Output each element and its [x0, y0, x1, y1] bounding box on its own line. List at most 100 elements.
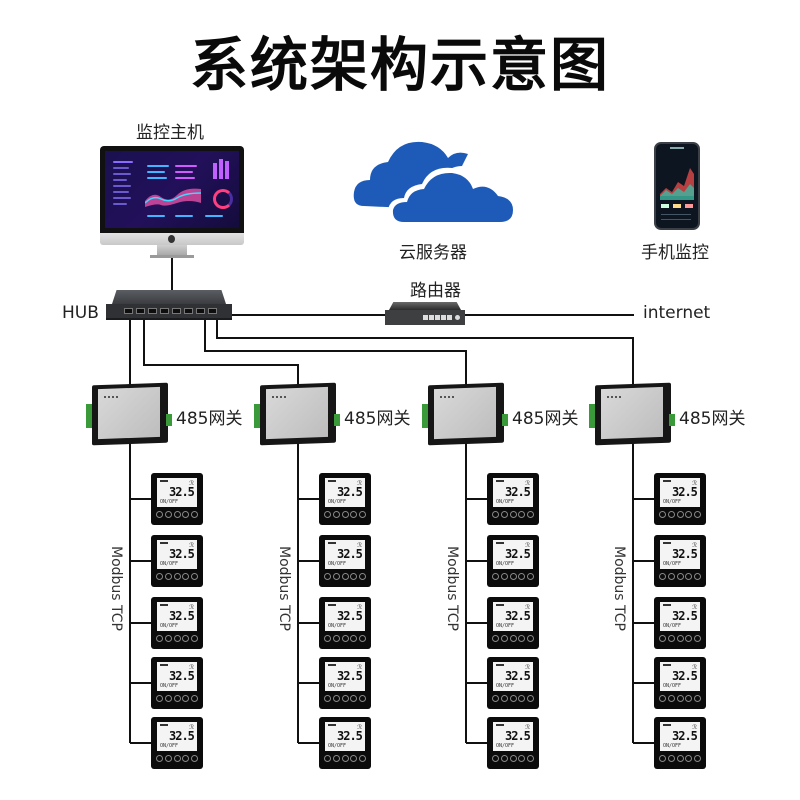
fan-button[interactable] [509, 573, 517, 580]
up-button[interactable] [182, 635, 190, 642]
mode-button[interactable] [332, 635, 340, 642]
up-button[interactable] [685, 573, 693, 580]
fan-button[interactable] [173, 573, 181, 580]
mode-button[interactable] [500, 573, 508, 580]
down-button[interactable] [359, 635, 366, 642]
down-button[interactable] [694, 695, 701, 702]
fan-button[interactable] [341, 635, 349, 642]
down-button[interactable] [359, 755, 366, 762]
fan-button[interactable] [676, 695, 684, 702]
up-button[interactable] [685, 695, 693, 702]
mode-button[interactable] [667, 695, 675, 702]
up-button[interactable] [182, 695, 190, 702]
up-button[interactable] [518, 635, 526, 642]
mode-button[interactable] [332, 695, 340, 702]
power-button[interactable] [492, 573, 499, 580]
mode-button[interactable] [164, 511, 172, 518]
up-button[interactable] [350, 755, 358, 762]
down-button[interactable] [191, 695, 198, 702]
fan-button[interactable] [509, 695, 517, 702]
down-button[interactable] [527, 511, 534, 518]
up-button[interactable] [350, 511, 358, 518]
fan-button[interactable] [173, 511, 181, 518]
down-button[interactable] [359, 573, 366, 580]
mode-button[interactable] [500, 635, 508, 642]
mode-button[interactable] [500, 755, 508, 762]
power-button[interactable] [659, 511, 666, 518]
fan-button[interactable] [509, 635, 517, 642]
power-button[interactable] [492, 635, 499, 642]
mode-button[interactable] [164, 573, 172, 580]
mode-button[interactable] [332, 755, 340, 762]
fan-button[interactable] [509, 755, 517, 762]
power-button[interactable] [324, 755, 331, 762]
down-button[interactable] [191, 755, 198, 762]
fan-button[interactable] [173, 755, 181, 762]
mode-button[interactable] [164, 755, 172, 762]
fan-button[interactable] [676, 635, 684, 642]
mode-button[interactable] [332, 511, 340, 518]
power-button[interactable] [659, 635, 666, 642]
down-button[interactable] [527, 573, 534, 580]
mode-button[interactable] [667, 511, 675, 518]
down-button[interactable] [694, 635, 701, 642]
mode-button[interactable] [667, 573, 675, 580]
power-button[interactable] [156, 755, 163, 762]
up-button[interactable] [350, 635, 358, 642]
fan-button[interactable] [173, 695, 181, 702]
down-button[interactable] [527, 695, 534, 702]
up-button[interactable] [182, 511, 190, 518]
fan-button[interactable] [341, 755, 349, 762]
up-button[interactable] [685, 755, 693, 762]
up-button[interactable] [685, 635, 693, 642]
fan-button[interactable] [341, 695, 349, 702]
down-button[interactable] [694, 511, 701, 518]
mode-button[interactable] [667, 755, 675, 762]
down-button[interactable] [191, 573, 198, 580]
mode-button[interactable] [500, 695, 508, 702]
power-button[interactable] [156, 573, 163, 580]
power-button[interactable] [492, 695, 499, 702]
mode-button[interactable] [164, 635, 172, 642]
fan-button[interactable] [341, 573, 349, 580]
power-button[interactable] [659, 695, 666, 702]
down-button[interactable] [359, 511, 366, 518]
power-button[interactable] [659, 755, 666, 762]
up-button[interactable] [518, 755, 526, 762]
mode-button[interactable] [667, 635, 675, 642]
up-button[interactable] [350, 573, 358, 580]
fan-button[interactable] [676, 511, 684, 518]
down-button[interactable] [359, 695, 366, 702]
down-button[interactable] [527, 635, 534, 642]
power-button[interactable] [324, 573, 331, 580]
mode-button[interactable] [332, 573, 340, 580]
power-button[interactable] [324, 695, 331, 702]
up-button[interactable] [518, 695, 526, 702]
power-button[interactable] [659, 573, 666, 580]
mode-button[interactable] [500, 511, 508, 518]
up-button[interactable] [685, 511, 693, 518]
fan-button[interactable] [676, 573, 684, 580]
power-button[interactable] [492, 755, 499, 762]
power-button[interactable] [492, 511, 499, 518]
down-button[interactable] [191, 511, 198, 518]
down-button[interactable] [694, 755, 701, 762]
mode-button[interactable] [164, 695, 172, 702]
fan-button[interactable] [509, 511, 517, 518]
up-button[interactable] [350, 695, 358, 702]
power-button[interactable] [324, 635, 331, 642]
up-button[interactable] [182, 755, 190, 762]
fan-button[interactable] [173, 635, 181, 642]
power-button[interactable] [156, 695, 163, 702]
up-button[interactable] [518, 573, 526, 580]
down-button[interactable] [191, 635, 198, 642]
fan-button[interactable] [676, 755, 684, 762]
power-button[interactable] [156, 635, 163, 642]
up-button[interactable] [182, 573, 190, 580]
up-button[interactable] [518, 511, 526, 518]
fan-button[interactable] [341, 511, 349, 518]
power-button[interactable] [156, 511, 163, 518]
down-button[interactable] [694, 573, 701, 580]
down-button[interactable] [527, 755, 534, 762]
power-button[interactable] [324, 511, 331, 518]
